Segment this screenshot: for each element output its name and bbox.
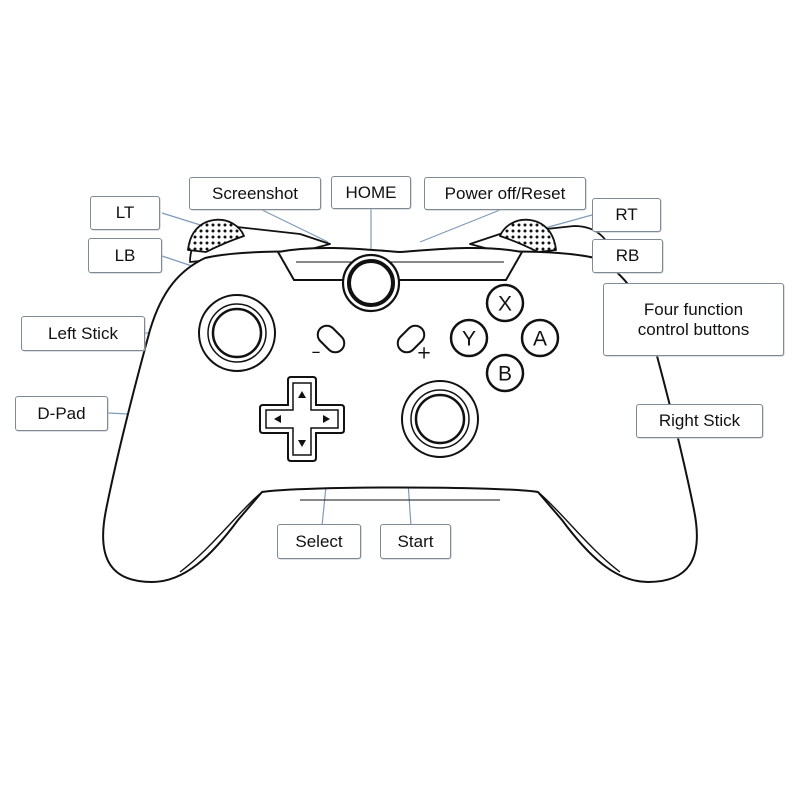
shoulder-parts (187, 218, 613, 263)
top-panel (276, 246, 524, 281)
d-pad-right-arrow-icon (323, 415, 330, 423)
rb-label: RB (592, 239, 663, 273)
d-pad (259, 376, 345, 462)
lt-label: LT (90, 196, 160, 230)
screenshot-label: Screenshot (189, 177, 321, 210)
b-button-label: B (498, 363, 512, 386)
b-button: B (485, 353, 525, 393)
four-function-buttons-label: Four function control buttons (603, 283, 784, 356)
body-contours (179, 491, 621, 573)
x-button: X (485, 283, 525, 323)
power-off-reset-label: Power off/Reset (424, 177, 586, 210)
select-minus-sign: – (312, 342, 321, 363)
left-grip-contour (179, 491, 263, 573)
d-pad-down-arrow-icon (298, 440, 306, 447)
right-stick-label: Right Stick (636, 404, 763, 438)
lb-label: LB (88, 238, 162, 273)
right-grip-contour (537, 491, 621, 573)
x-button-label: X (498, 293, 512, 316)
left-stick (198, 294, 276, 372)
face-buttons: X Y A B (449, 283, 560, 393)
left-stick-label: Left Stick (21, 316, 145, 351)
start-label: Start (380, 524, 451, 559)
d-pad-up-arrow-icon (298, 391, 306, 398)
leader-screenshot (257, 207, 329, 243)
a-button: A (520, 318, 560, 358)
right-trigger (499, 218, 557, 253)
rt-label: RT (592, 198, 661, 232)
right-stick (401, 380, 479, 458)
home-button (341, 253, 401, 313)
y-button-label: Y (462, 328, 476, 351)
d-pad-left-arrow-icon (274, 415, 281, 423)
leader-lb (161, 255, 193, 267)
start-button: + (396, 324, 432, 364)
y-button: Y (449, 318, 489, 358)
leader-rt (544, 214, 593, 229)
home-label: HOME (331, 176, 411, 209)
start-plus-sign: + (416, 343, 431, 364)
left-trigger (187, 218, 245, 253)
leader-power (419, 207, 506, 243)
select-label: Select (277, 524, 361, 559)
select-button: – (312, 324, 346, 363)
d-pad-label: D-Pad (15, 396, 108, 431)
a-button-label: A (533, 328, 547, 351)
